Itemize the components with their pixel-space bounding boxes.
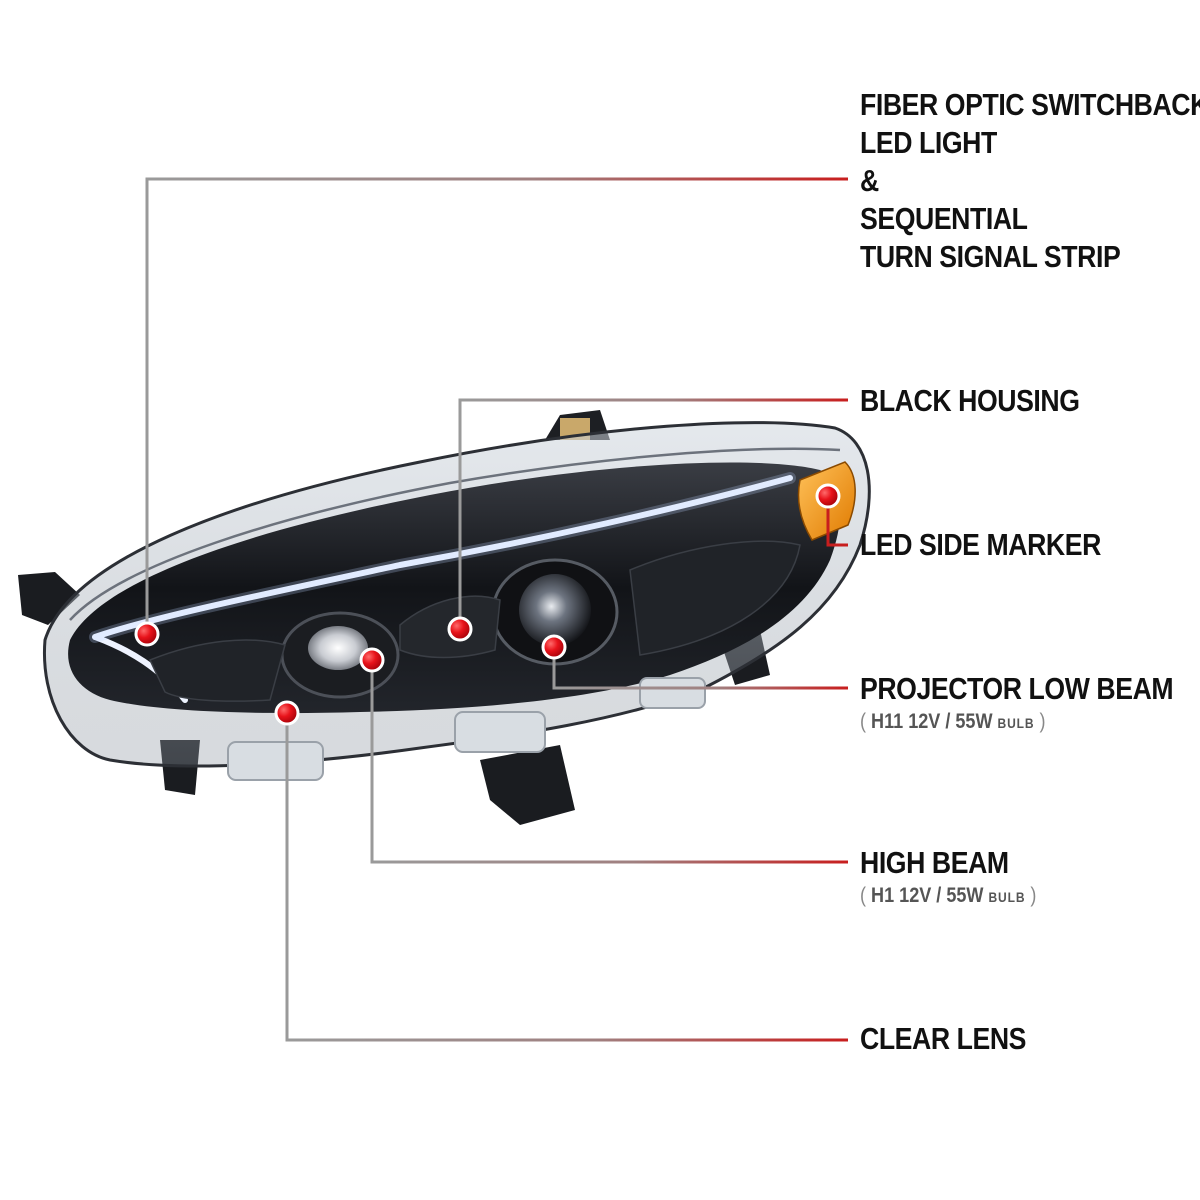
fiber-optic-glow <box>89 472 796 643</box>
high-beam-spec-main: H1 12V / 55W <box>871 884 984 907</box>
low-beam-spec-main: H11 12V / 55W <box>871 710 993 733</box>
marker-dot-black-housing <box>447 616 473 642</box>
ribbed-panel-right <box>629 540 801 656</box>
projector-lens <box>519 574 591 646</box>
leader-black-housing <box>458 398 848 629</box>
callout-led-side-marker: LED SIDE MARKER <box>860 527 1101 562</box>
leader-low-beam <box>552 647 848 690</box>
callout-black-housing: BLACK HOUSING <box>860 383 1080 418</box>
leader-lines <box>145 177 848 1042</box>
high-beam-spec-close: ) <box>1030 884 1037 907</box>
callout-fiber-optic-line-1: FIBER OPTIC SWITCHBACK <box>860 87 1200 122</box>
callout-low-beam-spec: ( H11 12V / 55W BULB ) <box>860 710 1045 734</box>
leader-clear-lens <box>285 713 848 1042</box>
callout-projector-low-beam: PROJECTOR LOW BEAM <box>860 671 1174 706</box>
headlight-illustration <box>18 410 871 825</box>
marker-dot-fiber-optic <box>134 621 160 647</box>
callout-fiber-optic-line-2: LED LIGHT <box>860 125 997 160</box>
low-beam-spec-open: ( <box>860 710 867 733</box>
high-beam-spec-open: ( <box>860 884 867 907</box>
marker-dot-high-beam <box>359 647 385 673</box>
marker-dots <box>134 483 841 726</box>
marker-dot-clear-lens <box>274 700 300 726</box>
upper-rim <box>69 447 841 621</box>
high-beam-spec-unit: BULB <box>988 889 1026 905</box>
mount-tab-bottom-mid <box>480 745 575 825</box>
high-beam-bulb <box>308 626 368 670</box>
callout-fiber-optic-line-3: & <box>860 163 879 198</box>
marker-dot-side-marker <box>815 483 841 509</box>
callout-high-beam-spec: ( H1 12V / 55W BULB ) <box>860 884 1036 908</box>
ribbed-panel-left <box>148 639 286 702</box>
lower-reflector-right <box>639 677 706 709</box>
callout-fiber-optic-line-4: SEQUENTIAL <box>860 201 1028 236</box>
marker-dot-low-beam <box>541 634 567 660</box>
leader-fiber-optic <box>145 177 848 634</box>
leader-high-beam <box>370 660 848 864</box>
low-beam-spec-close: ) <box>1039 710 1046 733</box>
lower-reflector-left <box>227 741 324 781</box>
mount-tab-left <box>18 572 80 625</box>
leader-side-marker <box>826 496 848 547</box>
lower-reflector-mid <box>454 711 546 753</box>
callout-clear-lens: CLEAR LENS <box>860 1021 1027 1056</box>
callout-high-beam: HIGH BEAM <box>860 845 1009 880</box>
callout-fiber-optic-line-5: TURN SIGNAL STRIP <box>860 239 1121 274</box>
low-beam-spec-unit: BULB <box>997 715 1035 731</box>
